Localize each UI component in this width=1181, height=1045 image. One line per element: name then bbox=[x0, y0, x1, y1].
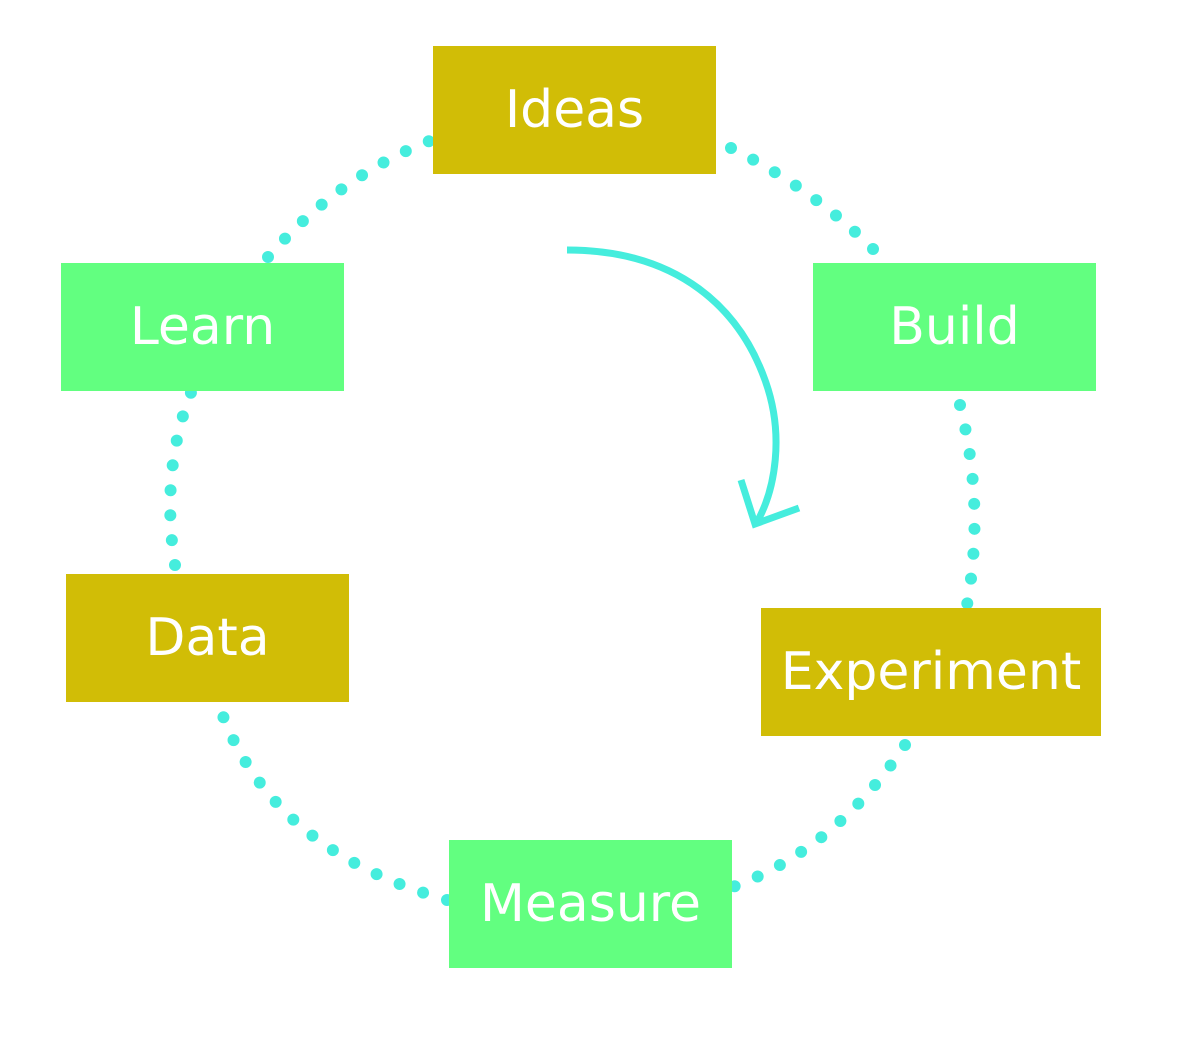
node-label: Data bbox=[145, 608, 270, 668]
connector-measure-data bbox=[214, 702, 453, 906]
node-data: Data bbox=[66, 574, 349, 702]
node-label: Build bbox=[889, 297, 1020, 357]
cycle-direction-arrow bbox=[566, 246, 780, 524]
node-label: Measure bbox=[480, 874, 701, 934]
node-ideas: Ideas bbox=[433, 46, 716, 174]
node-measure: Measure bbox=[449, 840, 732, 968]
connector-ideas-build bbox=[725, 142, 882, 258]
connector-experiment-measure bbox=[724, 739, 911, 894]
node-label: Experiment bbox=[780, 642, 1082, 702]
connector-build-experiment bbox=[954, 399, 981, 611]
node-label: Ideas bbox=[504, 80, 645, 140]
node-experiment: Experiment bbox=[761, 608, 1101, 736]
node-build: Build bbox=[813, 263, 1096, 391]
arrowhead-icon bbox=[737, 478, 801, 529]
connector-data-learn bbox=[164, 384, 198, 571]
connector-learn-ideas bbox=[262, 134, 438, 263]
node-label: Learn bbox=[129, 297, 276, 357]
node-learn: Learn bbox=[61, 263, 344, 391]
